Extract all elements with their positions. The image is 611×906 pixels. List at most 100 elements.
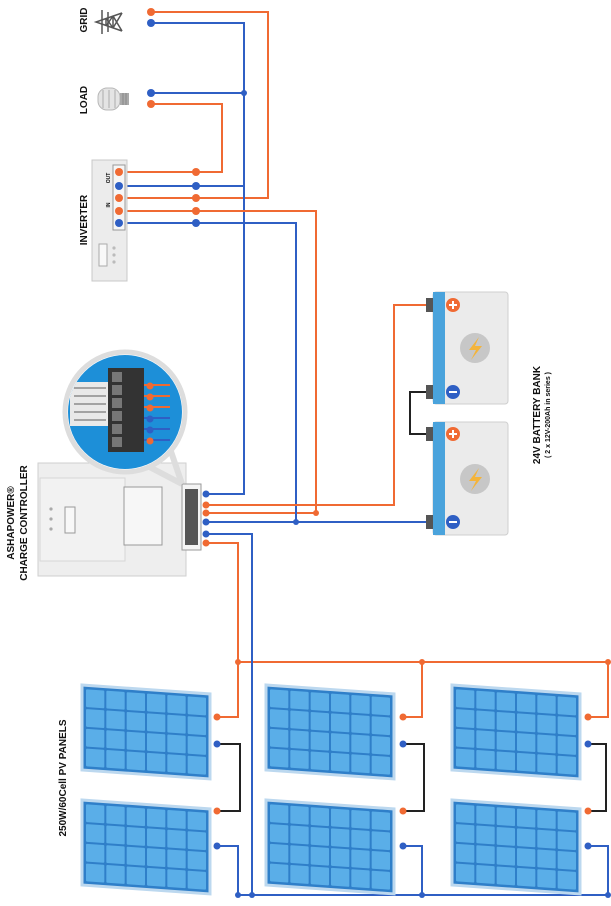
junctions (235, 90, 611, 898)
wire-pv-negative-main (206, 533, 253, 895)
light-bulb-icon (97, 87, 129, 111)
zoom-terminal-marker (146, 393, 154, 401)
zoom-terminal-marker (146, 382, 154, 390)
battery-1 (426, 291, 509, 405)
inverter-terminal-in-negative (115, 219, 123, 227)
wire-pv-col3-series (588, 743, 607, 812)
wire-pv-positive-main (206, 542, 608, 663)
solar-panel (264, 798, 396, 896)
junction-dot (605, 659, 611, 665)
junction-dot (605, 892, 611, 898)
zoom-terminal-marker (146, 404, 154, 412)
controller-terminal-load-positive (202, 501, 210, 509)
controller-label-line1: ASHAPOWER® (6, 486, 17, 560)
inverter-led (112, 253, 116, 257)
panel-terminal (213, 713, 221, 721)
panel-terminal (584, 842, 592, 850)
controller-display (64, 506, 76, 534)
wire-battery-positive (206, 304, 433, 506)
controller-terminal-pv-positive (202, 539, 210, 547)
panel-terminal (584, 807, 592, 815)
wire-pv-col3-positive (588, 662, 609, 718)
panel-terminal (213, 740, 221, 748)
wire-pv-col1-negative (217, 845, 239, 895)
solar-panel (80, 798, 212, 896)
wire-load-positive (154, 103, 223, 173)
panel-terminal (399, 842, 407, 850)
pv-panels-label: 250W/60Cell PV PANELS (58, 719, 69, 836)
wire-pv-col1-positive (217, 662, 239, 718)
pv-panels (80, 683, 592, 896)
controller-label-line2: CHARGE CONTROLLER (19, 464, 30, 580)
inverter-terminal-in-positive (115, 194, 123, 202)
controller-led (49, 507, 53, 511)
controller-window (123, 486, 163, 546)
battery-2 (426, 421, 509, 536)
lightning-bolt-icon (469, 468, 482, 491)
battery-bank-subtitle: ( 2 x 12V-200Ah in series ) (545, 372, 552, 458)
panel-terminal (213, 842, 221, 850)
junction-dot (313, 510, 319, 516)
inverter-terminal-in-positive-2 (115, 207, 123, 215)
load-terminal-positive (147, 100, 155, 108)
wire-marker (192, 219, 200, 227)
inverter-terminal-out-positive (115, 168, 123, 176)
junction-dot (235, 892, 241, 898)
junction-dot (235, 659, 241, 665)
panel-terminal (584, 713, 592, 721)
wire-battery-series (409, 391, 433, 435)
battery-bank: 24V BATTERY BANK ( 2 x 12V-200Ah in seri… (426, 291, 552, 536)
inverter-led (112, 260, 116, 264)
wire-pv-col2-series (403, 743, 425, 812)
power-tower-icon (93, 10, 123, 34)
controller-led (49, 527, 53, 531)
panel-terminal (213, 807, 221, 815)
panel-terminal (399, 807, 407, 815)
panel-terminal (399, 713, 407, 721)
wire-inverter-in-positive-2 (126, 210, 317, 514)
inverter-display (98, 243, 108, 267)
inverter-label: INVERTER (79, 194, 90, 245)
wire-pv-col2-negative (403, 845, 423, 895)
solar-panel (264, 683, 396, 781)
inverter-out-label: OUT (106, 173, 112, 184)
zoom-terminal-marker (146, 437, 154, 445)
wire-marker (192, 194, 200, 202)
charge-controller: ASHAPOWER® CHARGE CONTROLLER (6, 349, 210, 581)
controller-led (49, 517, 53, 521)
zoom-terminal-marker (146, 415, 154, 423)
junction-dot (293, 519, 299, 525)
controller-terminal-load-negative (202, 490, 210, 498)
battery-bank-title: 24V BATTERY BANK (532, 365, 543, 464)
solar-panel (450, 683, 582, 781)
junction-dot (419, 659, 425, 665)
wire-grid-positive (154, 11, 269, 199)
lightning-bolt-icon (469, 337, 482, 360)
controller-terminal-battery-negative (202, 518, 210, 526)
panel-terminal (399, 740, 407, 748)
load-node: LOAD (79, 86, 155, 114)
junction-dot (419, 892, 425, 898)
solar-panel (80, 683, 212, 781)
inverter-in-label: IN (106, 202, 112, 207)
wire-grid-negative (154, 22, 245, 495)
grid-terminal-positive (147, 8, 155, 16)
grid-node: GRID (79, 8, 155, 34)
wire-marker (192, 182, 200, 190)
load-terminal-negative (147, 89, 155, 97)
wire-pv-col2-positive (403, 662, 423, 718)
wire-marker (192, 207, 200, 215)
junction-dot (249, 892, 255, 898)
controller-terminal-pv-negative (202, 530, 210, 538)
inverter: INVERTER OUT IN (79, 159, 200, 282)
controller-terminal-slot (185, 489, 198, 545)
solar-panel (450, 798, 582, 896)
grid-terminal-negative (147, 19, 155, 27)
controller-terminal-battery-positive (202, 509, 210, 517)
grid-label: GRID (79, 8, 90, 33)
controller-lower-panel (39, 477, 126, 562)
zoom-terminal-marker (146, 426, 154, 434)
wire-pv-col1-series (217, 743, 241, 812)
inverter-terminal-out-negative (115, 182, 123, 190)
